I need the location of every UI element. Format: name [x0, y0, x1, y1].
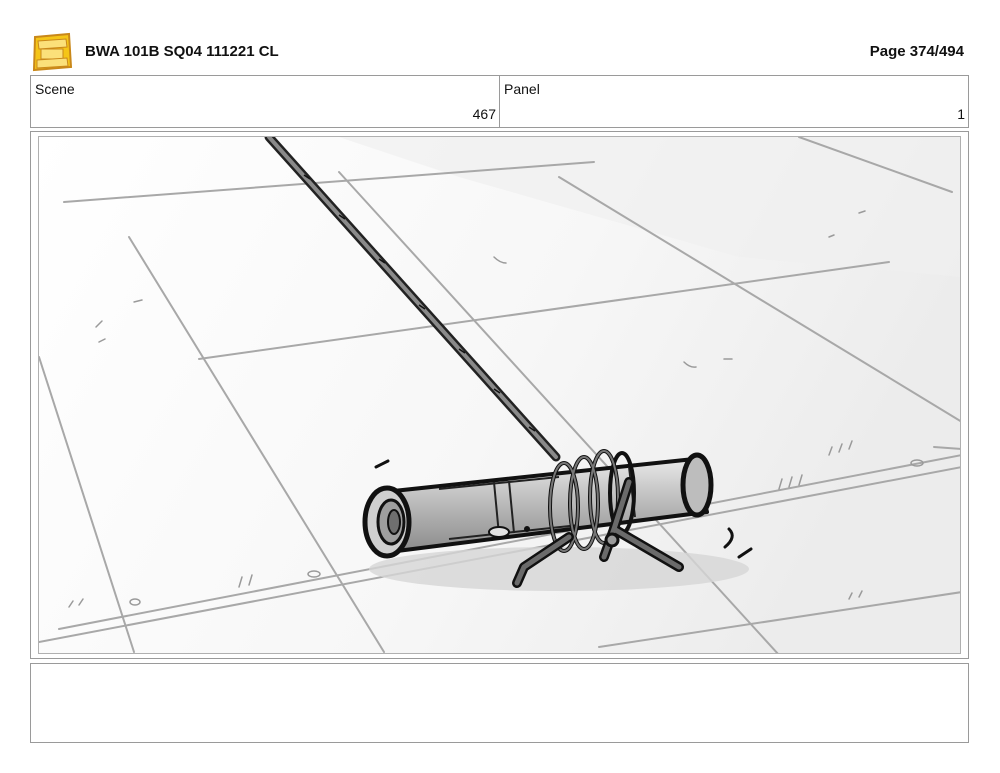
panel-notes-box [30, 663, 969, 743]
scene-value: 467 [472, 106, 496, 122]
scene-panel-info: Scene 467 Panel 1 [30, 75, 969, 128]
lightsaber-hilt-sketch [39, 137, 960, 653]
storyboard-panel-image [38, 136, 961, 654]
panel-cell: Panel 1 [499, 76, 968, 127]
document-title: BWA 101B SQ04 111221 CL [85, 43, 279, 60]
lightsaber-hilt-drawing [362, 449, 714, 588]
scene-label: Scene [35, 81, 75, 97]
panel-value: 1 [957, 106, 965, 122]
panel-label: Panel [504, 81, 540, 97]
scene-cell: Scene 467 [31, 76, 499, 127]
storyboard-panel-frame [30, 131, 969, 659]
page-number: Page 374/494 [869, 43, 964, 60]
young-jedi-logo-icon [31, 31, 73, 73]
